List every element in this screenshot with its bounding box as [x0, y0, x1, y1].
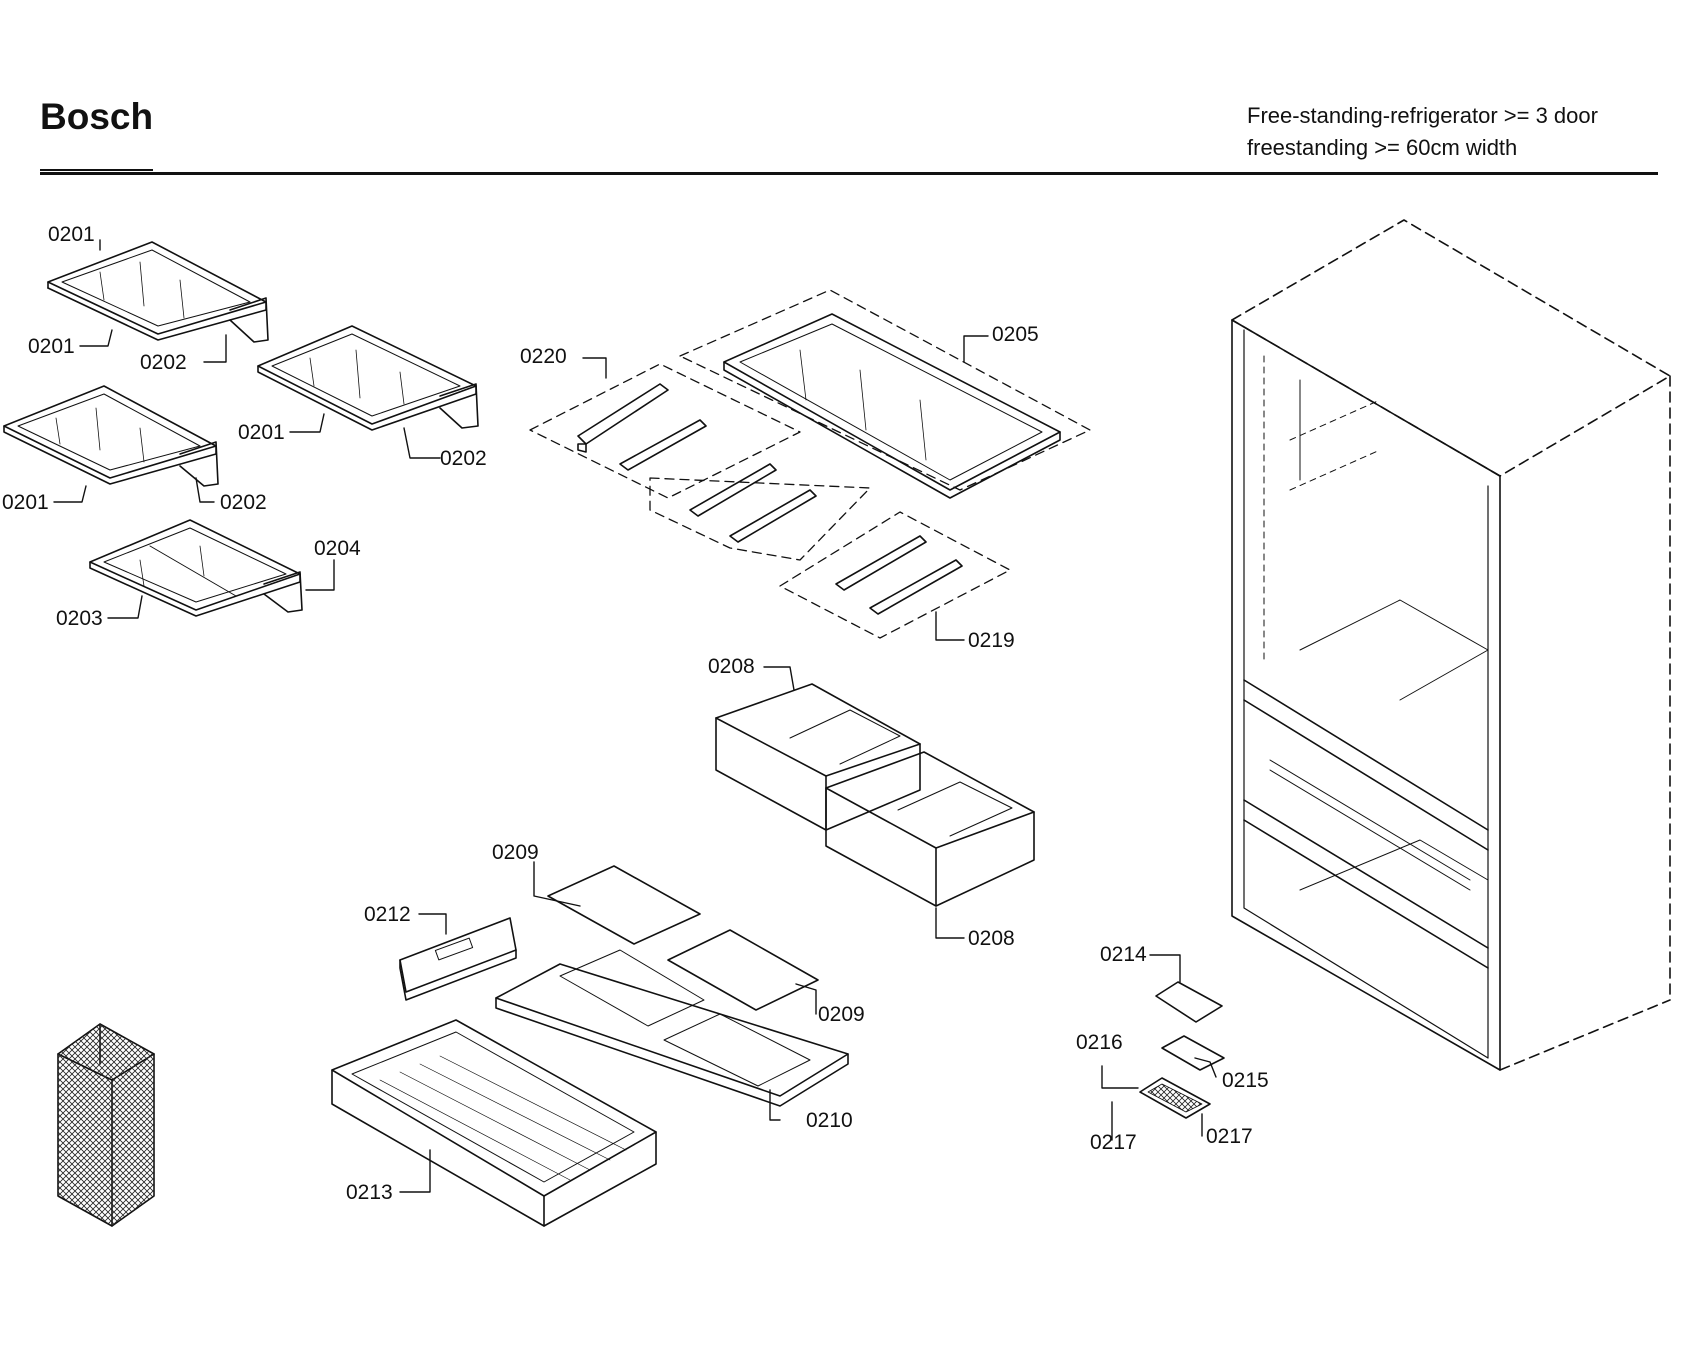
callout-0202: 0202: [440, 447, 487, 470]
wide-shelf-0205: [723, 313, 1061, 499]
small-parts-group: [1139, 981, 1225, 1119]
callout-0201: 0201: [48, 223, 95, 246]
split-shelf-0203: [89, 519, 303, 617]
rail-kit-dashed-outline: [529, 289, 1091, 639]
callout-0219: 0219: [968, 629, 1015, 652]
callout-0217: 0217: [1090, 1131, 1137, 1154]
model-description-line-1: Free-standing-refrigerator >= 3 door: [1247, 103, 1598, 128]
callout-0210: 0210: [806, 1109, 853, 1132]
glass-shelf-1: [47, 241, 269, 343]
glass-shelf-3: [3, 385, 219, 487]
control-panel-0212: [399, 917, 517, 1001]
callout-0212: 0212: [364, 903, 411, 926]
callout-0203: 0203: [56, 607, 103, 630]
crisper-drawer-right: [825, 751, 1035, 907]
header-rule-accent: [40, 169, 153, 171]
crisper-cover-assembly: [495, 865, 849, 1107]
callout-0213: 0213: [346, 1181, 393, 1204]
freezer-tray-0213: [331, 1019, 657, 1227]
callout-0208: 0208: [968, 927, 1015, 950]
crisper-drawer-left: [715, 683, 921, 831]
callout-0201: 0201: [238, 421, 285, 444]
callout-0208: 0208: [708, 655, 755, 678]
callout-0209: 0209: [818, 1003, 865, 1026]
callout-0205: 0205: [992, 323, 1039, 346]
rail-pieces: [577, 383, 963, 615]
header-rule: [40, 172, 1658, 175]
callout-0204: 0204: [314, 537, 361, 560]
leader-lines: [53, 239, 1217, 1193]
callout-0217: 0217: [1206, 1125, 1253, 1148]
callout-0201: 0201: [2, 491, 49, 514]
callout-0215: 0215: [1222, 1069, 1269, 1092]
model-description-line-2: freestanding >= 60cm width: [1247, 135, 1518, 160]
brand-title: Bosch: [40, 96, 154, 137]
callout-0220: 0220: [520, 345, 567, 368]
callout-0202: 0202: [140, 351, 187, 374]
mesh-texture: [58, 1024, 154, 1226]
callout-0201: 0201: [28, 335, 75, 358]
callout-0216: 0216: [1076, 1031, 1123, 1054]
callout-0209: 0209: [492, 841, 539, 864]
glass-shelf-2: [257, 325, 479, 431]
callout-0214: 0214: [1100, 943, 1147, 966]
refrigerator-cabinet: [1231, 219, 1671, 1071]
callout-0202: 0202: [220, 491, 267, 514]
